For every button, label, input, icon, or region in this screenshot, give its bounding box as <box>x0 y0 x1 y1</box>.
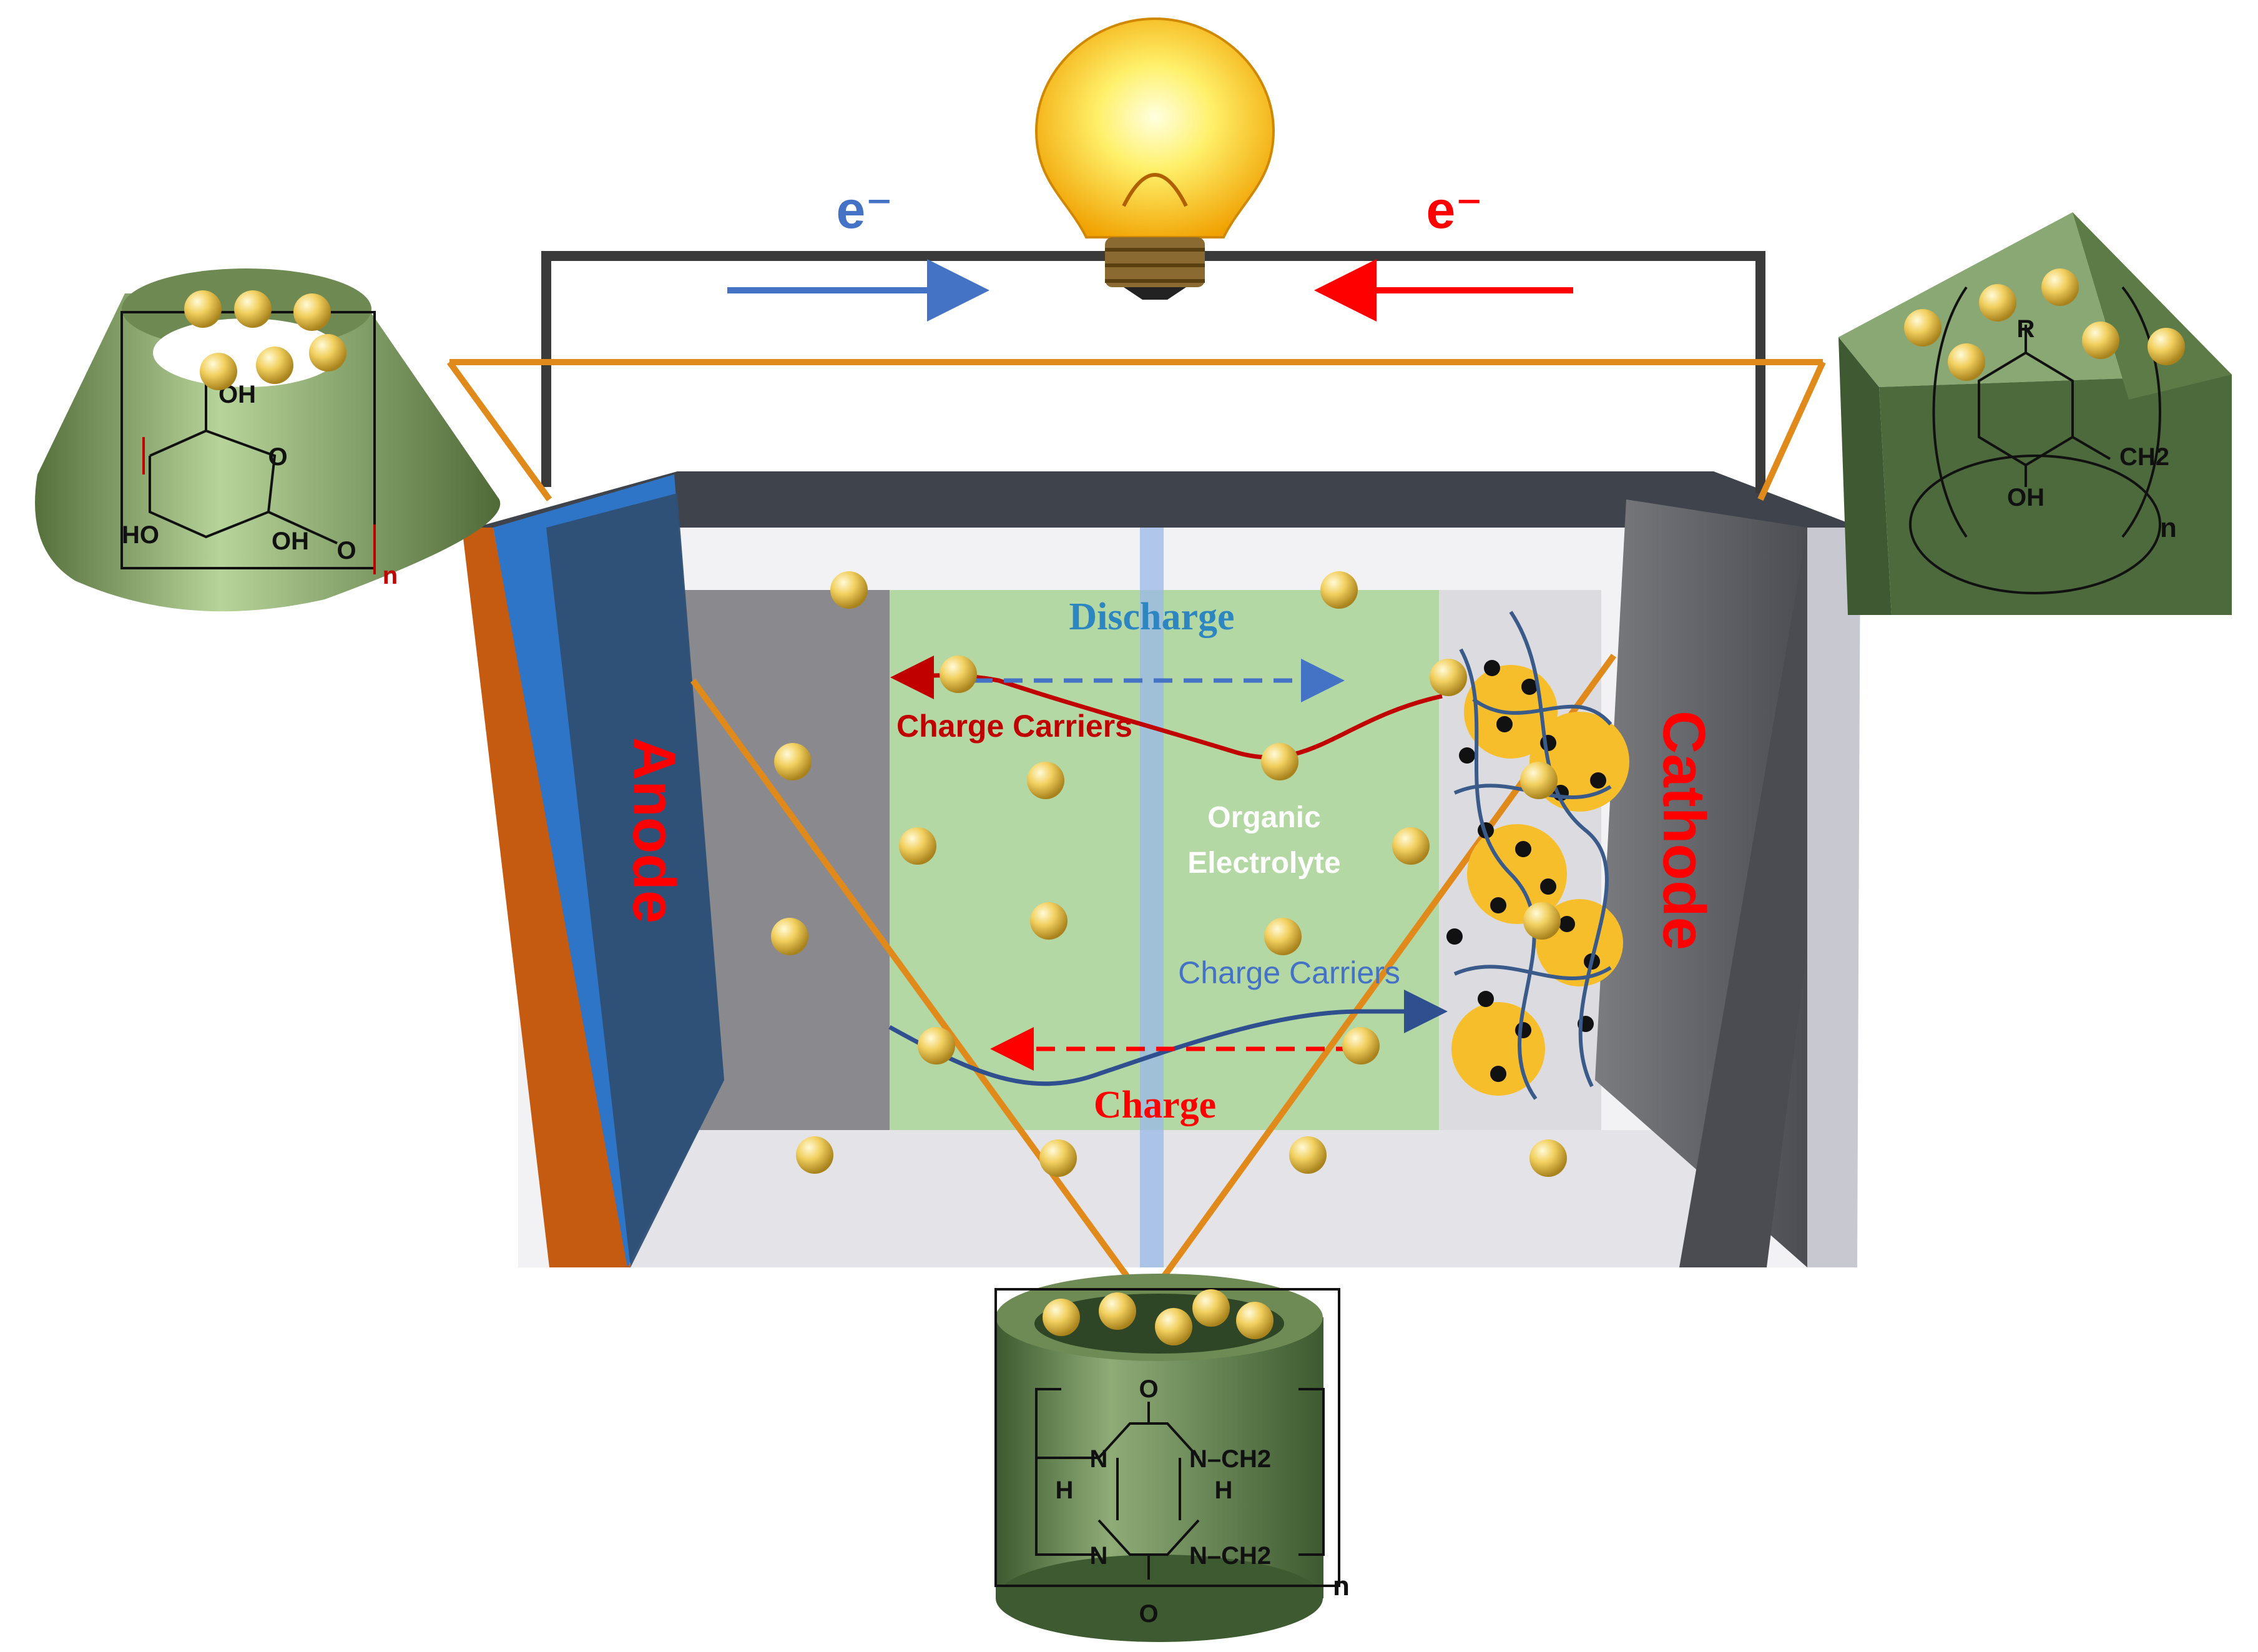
charge-carrier-bead <box>1261 743 1298 780</box>
charge-carrier-bead <box>1030 902 1068 940</box>
charge-carrier-bead <box>899 827 936 865</box>
charge-carrier-bead <box>1289 1136 1327 1174</box>
charge-carrier-bead <box>1264 918 1302 955</box>
anode-label: Anode <box>621 737 687 924</box>
charge-carrier-bead <box>2082 322 2119 359</box>
right-oh: OH <box>2007 484 2044 511</box>
charge-carrier-bead <box>184 290 222 328</box>
cathode-label: Cathode <box>1651 710 1717 950</box>
charge-carrier-bead <box>1099 1292 1136 1330</box>
charge-carrier-bead <box>774 743 812 780</box>
electron-label-left: e⁻ <box>836 180 893 239</box>
charge-carrier-bead <box>1342 1027 1380 1064</box>
charge-carrier-bead <box>1320 571 1358 609</box>
charge-carrier-bead <box>200 353 237 390</box>
charge-carrier-bead <box>1523 902 1561 940</box>
charge-carrier-bead <box>2041 268 2079 306</box>
charge-carrier-bead <box>1043 1299 1080 1336</box>
charge-carrier-bead <box>1236 1302 1274 1339</box>
external-circuit: e⁻ e⁻ <box>541 17 1765 493</box>
anode-edge <box>462 528 631 1267</box>
charge-carrier-bead <box>918 1027 955 1064</box>
charge-carrier-bead <box>1529 1139 1567 1177</box>
electrolyte-label-line1: Organic <box>1207 801 1320 834</box>
electrolyte-label-line2: Electrolyte <box>1187 847 1340 880</box>
charge-carrier-bead <box>309 334 346 371</box>
charge-carrier-bead <box>830 571 868 609</box>
right-n: n <box>2160 513 2177 543</box>
charge-carrier-bead <box>1948 343 1985 381</box>
cell-labels: Discharge Charge Carriers Organic Electr… <box>621 596 1717 1126</box>
left-n: n <box>383 562 398 589</box>
left-ring-o: O <box>268 443 287 471</box>
charge-carrier-bead <box>1155 1308 1192 1345</box>
electron-label-right: e⁻ <box>1426 180 1483 239</box>
cell-lid <box>474 471 1860 528</box>
cathode-back-edge <box>1807 528 1860 1267</box>
bottom-ch2-top: N–CH2 <box>1189 1445 1271 1473</box>
right-r: R <box>2017 315 2035 343</box>
bottom-n-tl: N <box>1090 1445 1108 1473</box>
left-ho: HO <box>122 521 159 549</box>
bottom-ch2-bottom: N–CH2 <box>1189 1542 1271 1570</box>
bottom-molecule: O N N–CH2 H H N N–CH2 O n <box>994 1274 1350 1642</box>
right-ch2: CH2 <box>2119 443 2169 471</box>
charge-carrier-bead <box>1904 309 1941 347</box>
charge-carrier-bead <box>940 656 977 693</box>
charge-carrier-bead <box>234 290 272 328</box>
left-link-o: O <box>336 537 356 564</box>
light-bulb-icon <box>1034 17 1275 300</box>
carriers-bottom-label: Charge Carriers <box>1178 955 1400 990</box>
bottom-o-top: O <box>1139 1375 1158 1403</box>
cell-floor <box>624 1130 1735 1267</box>
separator-membrane <box>1140 528 1164 1267</box>
charge-carrier-bead <box>796 1136 833 1174</box>
charge-carrier-bead <box>2148 328 2185 365</box>
charge-carrier-bead <box>1192 1289 1230 1327</box>
charge-carrier-bead <box>293 293 331 331</box>
bottom-n-bl: N <box>1090 1542 1108 1570</box>
charge-carrier-bead <box>1027 762 1064 799</box>
charge-carrier-bead <box>1392 827 1430 865</box>
charge-carrier-bead <box>771 918 808 955</box>
bottom-o-bottom: O <box>1139 1600 1158 1628</box>
anode-face <box>546 493 724 1267</box>
carriers-top-label: Charge Carriers <box>896 709 1132 744</box>
left-oh-bottom: OH <box>272 528 309 555</box>
bottom-h-left: H <box>1056 1477 1074 1504</box>
bottom-h-right: H <box>1215 1477 1233 1504</box>
charge-carrier-bead <box>1430 659 1467 696</box>
right-molecule: R CH2 OH n <box>1838 212 2232 615</box>
charge-carrier-bead <box>1979 284 2016 322</box>
bottom-n: n <box>1333 1571 1350 1601</box>
charge-carrier-bead <box>1520 762 1558 799</box>
charge-carrier-bead <box>256 347 293 384</box>
charge-label: Charge <box>1094 1084 1216 1126</box>
discharge-label: Discharge <box>1069 596 1234 638</box>
charge-carrier-bead <box>1039 1139 1077 1177</box>
charge-carrier-beads <box>184 268 2185 1345</box>
